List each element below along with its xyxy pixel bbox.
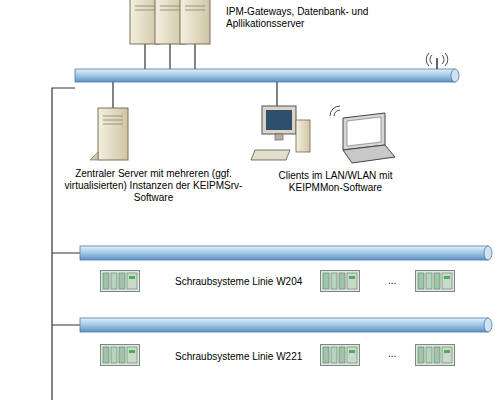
bus-pipe — [80, 246, 488, 260]
bus-cap — [451, 69, 459, 82]
screw-controller — [321, 271, 360, 292]
bus-cap — [484, 318, 492, 332]
screw-controller — [416, 345, 455, 366]
component-label: Clients im LAN/WLAN mit KEIPMMon-Softwar… — [268, 170, 403, 194]
keyboard — [251, 150, 290, 160]
laptop-base — [343, 145, 395, 163]
central-server — [90, 108, 128, 160]
ellipsis-label: ... — [388, 275, 396, 287]
wifi-waves — [330, 106, 340, 116]
radio-waves — [426, 53, 448, 66]
component-label: Schraubsysteme Linie W204 — [175, 276, 355, 288]
monitor — [262, 106, 296, 134]
screw-controller — [101, 345, 140, 366]
drive-bay — [135, 6, 205, 10]
screw-controller — [416, 271, 455, 292]
bus-pipe — [75, 69, 455, 82]
server-link — [145, 44, 195, 70]
backbone-bus — [75, 69, 459, 82]
laptop-screen — [347, 117, 381, 146]
antenna-mast — [436, 58, 438, 69]
component-label: Schraubsysteme Linie W221 — [175, 351, 355, 363]
server-tower — [98, 108, 128, 160]
drive-bay — [103, 116, 123, 124]
monitor-screen — [266, 110, 292, 130]
pc-tower — [296, 120, 310, 152]
network-component: Clients im LAN/WLAN mit KEIPMMon-Softwar… — [268, 170, 403, 198]
network-component: IPM-Gateways, Datenbank- und Apllikation… — [226, 6, 401, 36]
network-component: Schraubsysteme Linie W204 — [75, 240, 495, 298]
bus-pipe — [80, 318, 488, 332]
laptop-lid — [343, 113, 385, 150]
server-base — [90, 152, 98, 160]
line-bus — [80, 318, 492, 332]
desktop-client — [251, 106, 310, 160]
screw-controller — [101, 271, 140, 292]
ellipsis-label: ... — [388, 348, 396, 360]
screw-controller — [321, 345, 360, 366]
component-label: IPM-Gateways, Datenbank- und Apllikation… — [226, 6, 396, 30]
monitor-stand — [275, 134, 283, 140]
network-component: Zentraler Server mit mehreren (ggf. virt… — [56, 168, 251, 208]
antenna-symbol — [426, 53, 448, 69]
trunk-line — [52, 88, 80, 400]
server-towers — [130, 0, 210, 44]
line-bus — [80, 246, 492, 260]
server-tower — [180, 0, 210, 44]
client-link — [113, 81, 277, 108]
bus-cap — [484, 246, 492, 260]
laptop-client — [330, 106, 395, 163]
component-label: Zentraler Server mit mehreren (ggf. virt… — [56, 168, 251, 204]
network-component: Schraubsysteme Linie W221 — [75, 312, 495, 370]
